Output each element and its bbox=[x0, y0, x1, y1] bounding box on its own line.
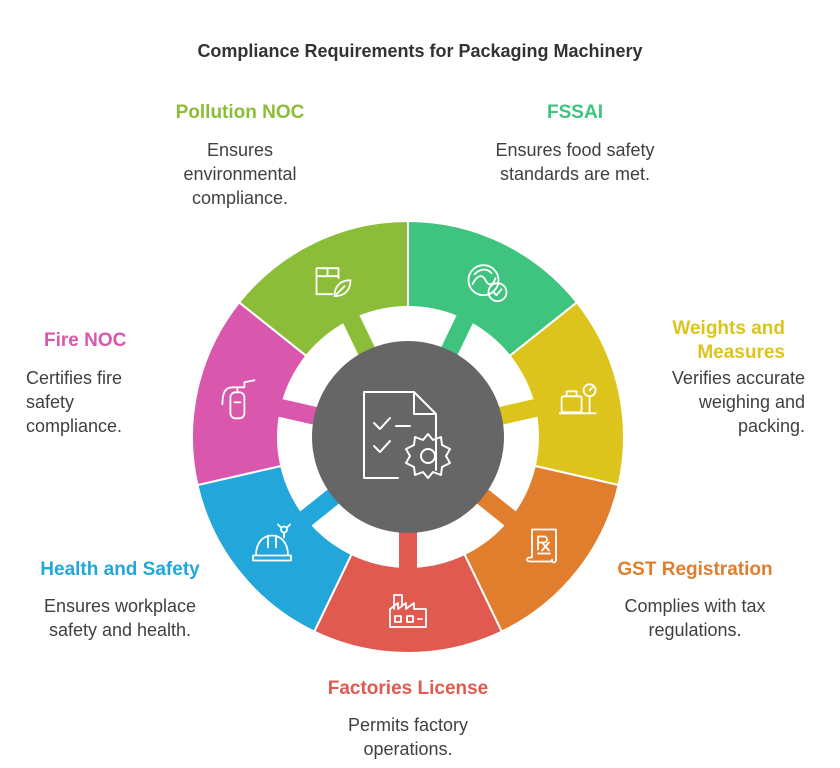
connector-fssai bbox=[438, 310, 476, 360]
eco-package-icon bbox=[315, 267, 352, 298]
label-health-and-safety: Health and Safety bbox=[40, 559, 200, 580]
document-gear-icon bbox=[363, 391, 451, 479]
connector-fire bbox=[273, 397, 323, 426]
connector-gst bbox=[472, 486, 520, 529]
weighing-scale-icon bbox=[558, 383, 597, 415]
prescription-receipt-icon bbox=[526, 528, 557, 564]
connector-factories bbox=[399, 527, 417, 573]
desc-weights-and-measures: Verifies accurate weighing and packing. bbox=[671, 368, 805, 436]
food-safety-check-icon bbox=[467, 264, 508, 303]
label-gst-registration: GST Registration bbox=[617, 559, 773, 580]
desc-gst-registration: Complies with tax regulations. bbox=[624, 596, 766, 640]
hard-hat-icon bbox=[252, 523, 292, 562]
label-fire-noc: Fire NOC bbox=[44, 330, 127, 351]
label-weights-and-measures: Weights and Measures bbox=[672, 318, 785, 363]
factory-icon bbox=[389, 594, 427, 628]
connector-weights bbox=[493, 397, 543, 426]
desc-factories-license: Permits factory operations. bbox=[347, 715, 469, 759]
desc-health-and-safety: Ensures workplace safety and health. bbox=[43, 596, 197, 640]
connector-health bbox=[296, 486, 344, 529]
desc-fire-noc: Certifies fire safety compliance. bbox=[26, 368, 123, 436]
connector-pollution bbox=[340, 310, 378, 360]
diagram-title: Compliance Requirements for Packaging Ma… bbox=[197, 41, 643, 61]
label-factories-license: Factories License bbox=[327, 678, 489, 699]
label-pollution-noc: Pollution NOC bbox=[175, 102, 305, 123]
fire-extinguisher-icon bbox=[221, 379, 256, 420]
desc-fssai: Ensures food safety standards are met. bbox=[495, 140, 655, 184]
center-hub bbox=[312, 341, 504, 533]
label-fssai: FSSAI bbox=[547, 102, 603, 123]
desc-pollution-noc: Ensures environmental compliance. bbox=[183, 140, 297, 208]
